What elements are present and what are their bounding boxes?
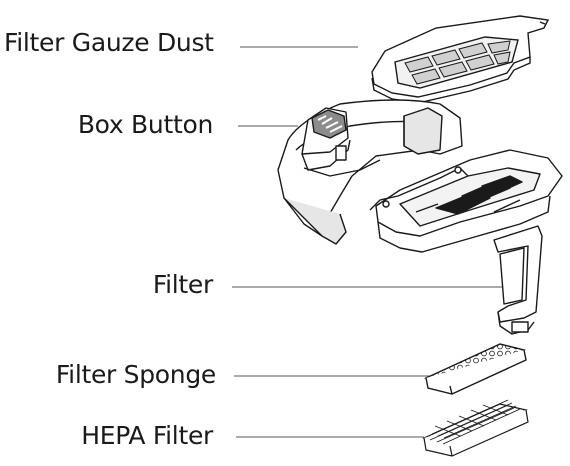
filter-sponge-part	[424, 343, 527, 395]
label-hepa-filter: HEPA Filter	[81, 421, 213, 450]
label-box-button: Box Button	[77, 110, 213, 139]
dust-box-part	[277, 99, 563, 335]
label-filter: Filter	[152, 270, 213, 299]
filter-gauze-dust-part	[371, 15, 550, 104]
label-filter-sponge: Filter Sponge	[55, 360, 216, 389]
hepa-filter-part	[422, 399, 529, 457]
label-filter-gauze-dust: Filter Gauze Dust	[4, 28, 214, 57]
